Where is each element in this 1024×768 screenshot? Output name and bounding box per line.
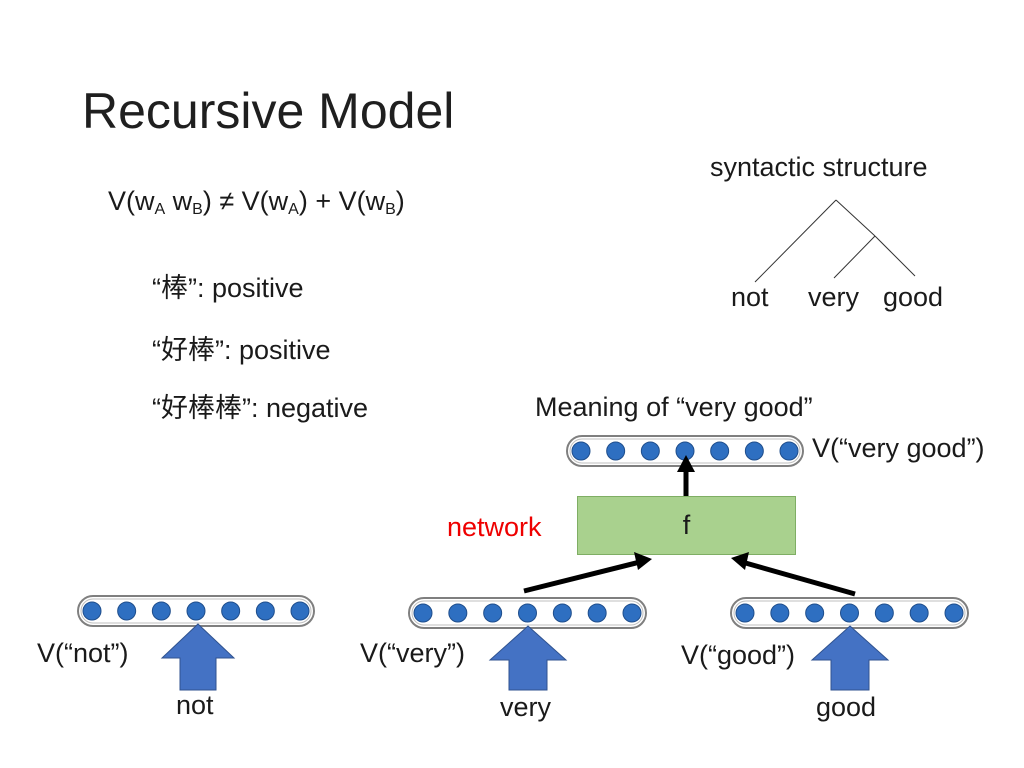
vector-unit: [587, 603, 607, 623]
output-vector-label: V(“very good”): [812, 433, 985, 463]
compose-arrows: [523, 468, 856, 597]
tree-label: syntactic structure: [710, 152, 928, 182]
vector-unit: [571, 441, 591, 461]
tree-edge: [874, 235, 916, 277]
vector-unit: [622, 603, 642, 623]
vector-unit: [606, 441, 626, 461]
input-arrow-very: [488, 625, 568, 691]
arrow-heads: [634, 455, 749, 570]
example-2: “好棒”: positive: [152, 335, 331, 365]
meaning-label: Meaning of “very good”: [535, 392, 813, 422]
vector-unit: [518, 603, 537, 623]
vector-unit: [744, 441, 764, 461]
eq-part: ) ≠ V(w: [202, 186, 289, 216]
arrowhead: [677, 455, 695, 472]
vector-unit: [909, 603, 929, 623]
tree-edge: [754, 199, 837, 283]
network-label: network: [447, 512, 542, 542]
eq-sub-b2: B: [385, 201, 396, 218]
vector-very-good: [566, 435, 804, 467]
input-arrow-good: [810, 625, 890, 691]
word-good: good: [816, 692, 877, 722]
vector-unit: [448, 603, 468, 623]
vector-unit: [710, 441, 730, 461]
composition-equation: V(wA wB) ≠ V(wA) + V(wB): [108, 186, 405, 219]
arrowhead: [731, 552, 749, 570]
vector-unit: [82, 601, 102, 621]
syntax-tree: [754, 199, 916, 283]
vector-unit: [805, 603, 825, 623]
vector-unit: [413, 603, 433, 623]
tree-edge: [833, 235, 876, 279]
vector-label-not: V(“not”): [37, 638, 129, 668]
eq-sub-b: B: [192, 201, 203, 218]
tree-edge: [835, 199, 876, 237]
vector-frame-inner: [733, 600, 966, 626]
vector-unit: [255, 601, 275, 621]
tree-leaf-not: not: [731, 282, 769, 312]
vector-unit: [117, 601, 137, 621]
vector-unit: [290, 601, 310, 621]
vector-frame-inner: [411, 600, 644, 626]
input-arrow-not: [160, 623, 236, 691]
vector-not: [77, 595, 315, 627]
vector-unit: [221, 601, 241, 621]
vector-unit: [735, 603, 755, 623]
vector-unit: [640, 441, 660, 461]
vector-good: [730, 597, 969, 629]
tree-leaf-very: very: [808, 282, 860, 312]
vector-unit: [944, 603, 964, 623]
vector-frame-inner: [80, 598, 312, 624]
eq-sub-a2: A: [288, 201, 299, 218]
eq-part: w: [165, 186, 193, 216]
example-3: “好棒棒”: negative: [152, 393, 369, 423]
vector-label-good: V(“good”): [681, 640, 796, 670]
vector-unit: [186, 601, 206, 621]
vector-label-very: V(“very”): [360, 638, 465, 668]
arrow-very-to-f: [523, 559, 641, 594]
slide-title: Recursive Model: [82, 83, 455, 139]
arrow-good-to-f: [741, 559, 856, 597]
vector-unit: [874, 603, 894, 623]
eq-part: ): [395, 186, 405, 216]
vector-unit: [552, 603, 572, 623]
word-not: not: [176, 690, 214, 720]
tree-leaf-good: good: [883, 282, 944, 312]
vector-very: [408, 597, 647, 629]
eq-part: V(w: [108, 186, 155, 216]
vector-unit: [770, 603, 790, 623]
vector-unit: [840, 603, 859, 623]
eq-part: ) + V(w: [298, 186, 386, 216]
example-1: “棒”: positive: [152, 273, 304, 303]
function-box: f: [577, 496, 796, 555]
word-very: very: [500, 692, 552, 722]
vector-unit: [151, 601, 171, 621]
arrowhead: [634, 552, 652, 570]
vector-unit: [779, 441, 799, 461]
vector-unit: [483, 603, 503, 623]
function-label: f: [682, 510, 691, 540]
eq-sub-a: A: [154, 201, 166, 218]
